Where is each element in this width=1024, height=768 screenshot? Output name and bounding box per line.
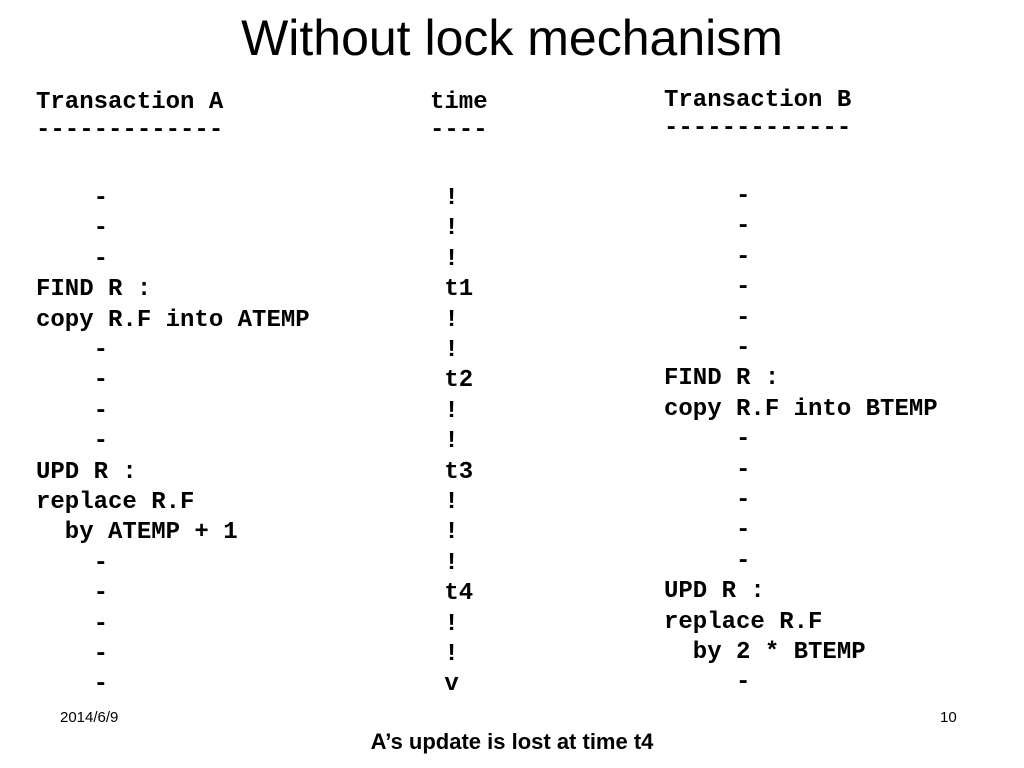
time-column: time ---- ! ! ! t1 ! ! t2 ! ! t3 ! ! ! t… [430, 88, 488, 698]
transaction-b-line: - [664, 183, 751, 210]
transaction-b-line: - [664, 456, 751, 484]
transaction-b-line: replace R.F [664, 608, 823, 636]
transaction-a-line: - [36, 428, 109, 456]
footer-date: 2014/6/9 [60, 709, 119, 726]
time-line: t2 [430, 367, 474, 395]
transaction-a-line: - [36, 397, 109, 425]
transaction-b-line: - [664, 213, 751, 241]
time-line: t3 [430, 458, 474, 486]
transaction-b-header: Transaction B [664, 87, 852, 114]
transaction-a-line: - [36, 245, 109, 273]
transaction-a-line: - [36, 337, 109, 364]
time-header: time [430, 89, 488, 116]
time-line: ! [430, 185, 459, 212]
time-line: t1 [430, 276, 474, 304]
time-line: ! [430, 428, 459, 456]
transaction-b-line: - [664, 517, 751, 545]
time-line: ! [430, 337, 459, 364]
transaction-a-line: FIND R : [36, 276, 152, 304]
time-line: ! [430, 245, 459, 273]
transaction-b-line: by 2 * BTEMP [664, 639, 866, 666]
transaction-b-underline: ------------- [664, 115, 852, 142]
transaction-b-line: - [664, 547, 751, 575]
transaction-a-line: - [36, 549, 109, 577]
transaction-b-line: - [664, 487, 751, 514]
transaction-b-line: - [664, 426, 751, 454]
transaction-a-line: - [36, 367, 109, 395]
transaction-b-line: FIND R : [664, 365, 780, 393]
transaction-a-line: - [36, 185, 109, 212]
time-line: ! [430, 215, 459, 243]
time-line: ! [430, 397, 459, 425]
time-line: ! [430, 549, 459, 577]
time-line: t4 [430, 580, 474, 608]
time-line: ! [430, 306, 459, 334]
transaction-b-column: Transaction B ------------- - - - - - - F… [664, 86, 938, 696]
transaction-a-line: - [36, 610, 109, 638]
time-line: ! [430, 519, 459, 547]
transaction-a-line: replace R.F [36, 489, 195, 516]
transaction-a-line: - [36, 580, 109, 608]
slide-caption: A’s update is lost at time t4 [370, 729, 654, 754]
transaction-a-line: by ATEMP + 1 [36, 519, 238, 547]
transaction-b-line: - [664, 335, 751, 362]
time-line: v [430, 671, 459, 699]
transaction-a-header: Transaction A [36, 89, 224, 116]
transaction-b-line: UPD R : [664, 578, 765, 606]
page-number: 10 [940, 709, 957, 726]
transaction-a-column: Transaction A ------------- - - - FIND R … [36, 88, 310, 698]
transaction-a-line: - [36, 671, 109, 699]
transaction-b-line: - [664, 304, 751, 332]
time-line: ! [430, 610, 459, 638]
transaction-b-line: - [664, 274, 751, 302]
time-line: ! [430, 641, 459, 668]
transaction-a-underline: ------------- [36, 117, 224, 144]
time-underline: ---- [430, 117, 488, 144]
transaction-b-line: copy R.F into BTEMP [664, 395, 938, 423]
transaction-a-line: - [36, 215, 109, 243]
transaction-b-line: - [664, 243, 751, 271]
transaction-a-line: UPD R : [36, 458, 137, 486]
time-line: ! [430, 489, 459, 516]
transaction-a-line: copy R.F into ATEMP [36, 306, 310, 334]
transaction-b-line: - [664, 669, 751, 697]
slide-title: Without lock mechanism [241, 10, 783, 66]
transaction-a-line: - [36, 641, 109, 668]
